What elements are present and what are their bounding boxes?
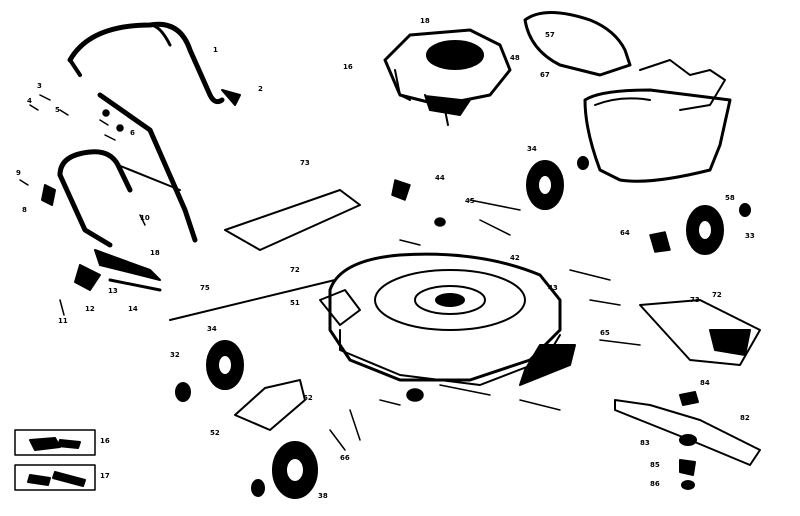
lower-handle	[41, 149, 181, 292]
label-hubcap-left: 32	[170, 351, 180, 359]
label-kit-b: 17	[100, 472, 110, 480]
label-mulch-plate-bolt: 72	[290, 266, 300, 274]
left-hardware	[19, 94, 146, 316]
label-bail-control: 8	[22, 206, 27, 214]
engine	[383, 28, 512, 126]
label-blade-bolt: 84	[700, 379, 710, 387]
label-baffle: 73	[690, 296, 700, 304]
label-skirt-front: 42	[510, 254, 520, 262]
label-washer-left: 9	[16, 169, 21, 177]
label-bolt-left-a: 3	[37, 82, 42, 90]
label-deck: 43	[548, 284, 558, 292]
kit-boxes	[14, 429, 96, 491]
label-blade-adapter: 83	[640, 439, 650, 447]
label-grass-catcher: 58	[725, 194, 735, 202]
rear-covers	[523, 11, 732, 183]
label-cable-left: 14	[128, 305, 138, 313]
label-handle-knob: 2	[258, 85, 263, 93]
label-roller-a: 62	[303, 394, 313, 402]
blade	[614, 391, 761, 490]
center-hardware	[169, 179, 671, 451]
label-bolt-left-c: 5	[55, 106, 60, 114]
label-rod-left: 12	[85, 305, 95, 313]
label-wheel-rear-left: 34	[207, 325, 217, 333]
label-spring-center: 44	[435, 174, 445, 182]
label-blade-clip: 86	[650, 480, 660, 488]
mower-deck	[319, 252, 576, 386]
label-wheel-front-left: 38	[318, 492, 328, 500]
plates	[224, 189, 761, 431]
label-wheel-rear-right: 34	[527, 145, 537, 153]
label-engine-bolt: 18	[420, 17, 430, 25]
label-spring-left: 10	[140, 214, 150, 222]
label-baffle-right: 72	[712, 291, 722, 299]
label-belt-cover: 57	[545, 31, 555, 39]
label-handle-upper: 1	[213, 46, 218, 54]
label-lower-handle: 6	[130, 129, 135, 137]
label-grass-bag-frame: 18	[150, 249, 160, 257]
label-rod-center: 75	[200, 284, 210, 292]
label-wheel-front-right: 33	[745, 232, 755, 240]
label-bolt-left-b: 4	[27, 97, 32, 105]
label-kit-a: 16	[100, 437, 110, 445]
label-lever-center: 45	[465, 197, 475, 205]
label-blade: 82	[740, 414, 750, 422]
upper-handle	[67, 21, 241, 243]
label-engine: 16	[343, 63, 353, 71]
label-cable-clip: 11	[58, 317, 68, 325]
label-handle-bracket: 13	[108, 287, 118, 295]
label-pin-center: 64	[620, 229, 630, 237]
label-mulch-plate: 73	[300, 159, 310, 167]
wheels	[175, 156, 751, 499]
label-chute: 52	[210, 429, 220, 437]
label-roller-b: 67	[540, 71, 550, 79]
label-wheel-shaft: 65	[600, 329, 610, 337]
label-gear-case: 48	[510, 54, 520, 62]
label-bracket-center: 51	[290, 299, 300, 307]
label-blade-washer: 85	[650, 461, 660, 469]
label-nut-center: 66	[340, 454, 350, 462]
